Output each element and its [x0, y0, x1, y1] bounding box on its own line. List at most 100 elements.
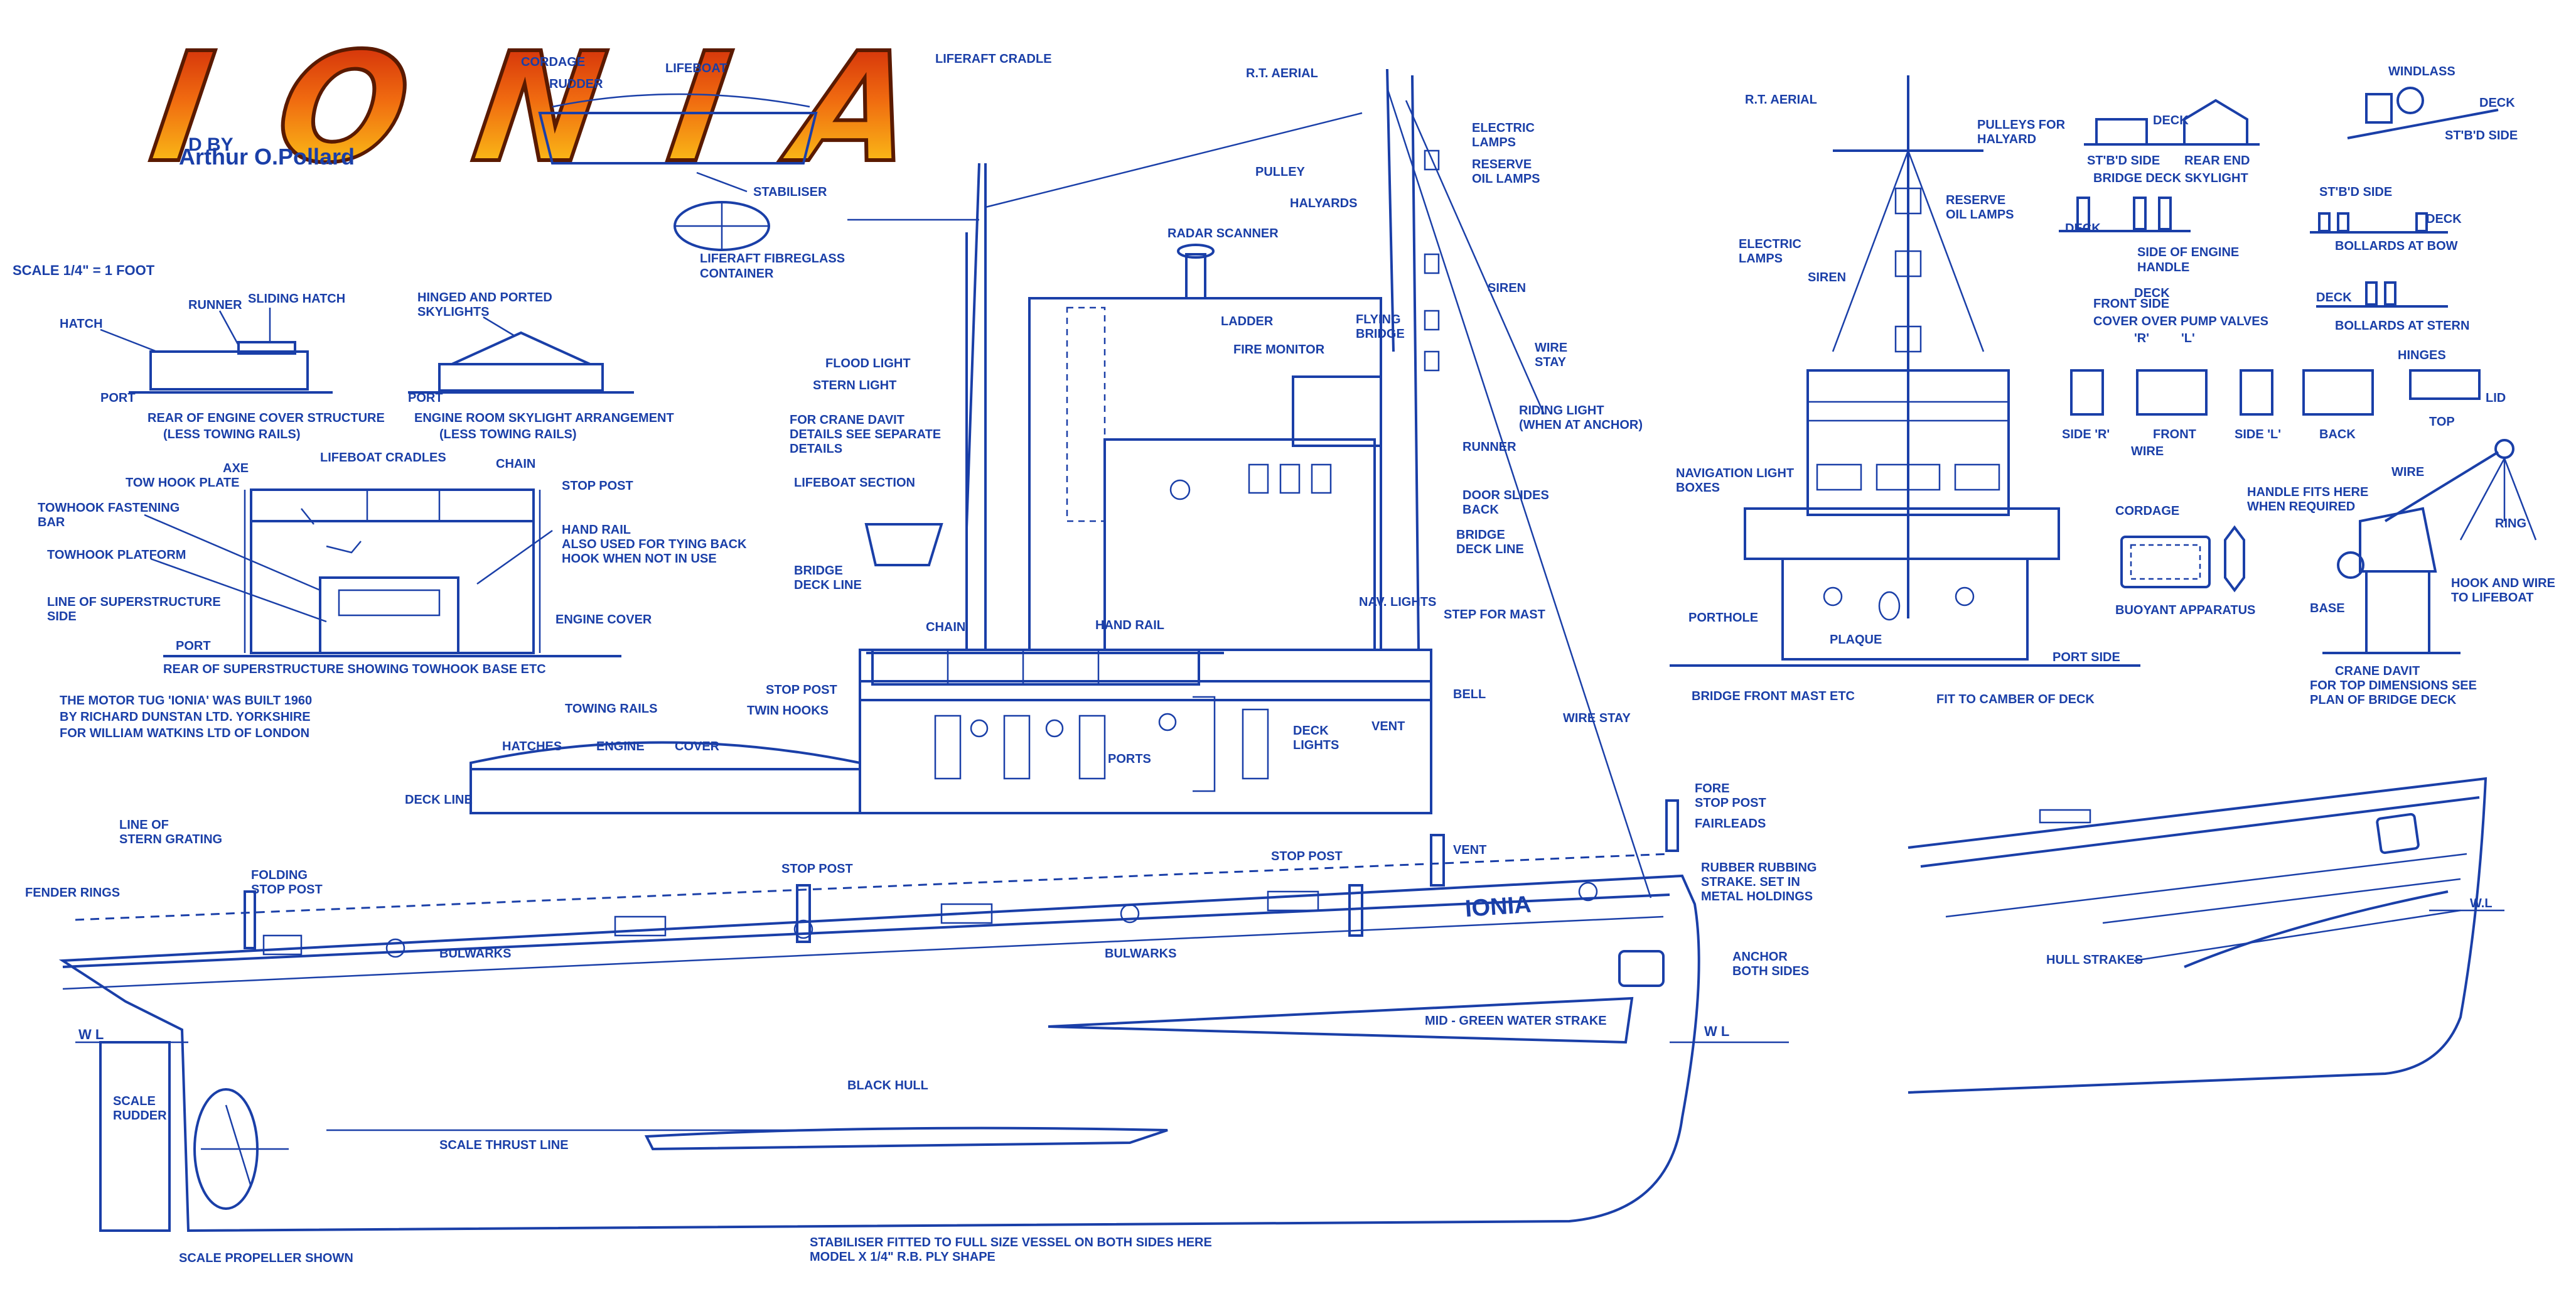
- fit-windlass-stbd: ST'B'D SIDE: [2445, 129, 2518, 143]
- label-anchor-2: BOTH SIDES: [1732, 964, 1809, 978]
- label-door-slides-2: BACK: [1462, 503, 1499, 517]
- label-engine: ENGINE: [596, 740, 645, 753]
- fit-windlass: WINDLASS: [2388, 65, 2455, 78]
- label-electric-lamps-2: LAMPS: [1472, 136, 1516, 149]
- fit-skylight: BRIDGE DECK SKYLIGHT: [2093, 171, 2248, 185]
- history-line-2: BY RICHARD DUNSTAN LTD. YORKSHIRE: [60, 710, 311, 724]
- label-rubbing-strake-3: METAL HOLDINGS: [1701, 890, 1813, 904]
- fittings: DECK ST'B'D SIDE REAR END BRIDGE DECK SK…: [2059, 65, 2518, 458]
- fit-bollards-stern: BOLLARDS AT STERN: [2335, 319, 2469, 333]
- label-tow-hook-plate: TOW HOOK PLATE: [126, 476, 239, 490]
- label-scale-propeller: SCALE PROPELLER SHOWN: [179, 1251, 353, 1265]
- label-twin-hooks: TWIN HOOKS: [747, 704, 829, 718]
- label-deck-line: DECK LINE: [405, 793, 473, 807]
- main-profile: [58, 68, 1789, 1233]
- fv-pulleys-2: HALYARD: [1977, 132, 2036, 146]
- label-bridge-deck-l-2: DECK LINE: [794, 578, 862, 592]
- engine-cover-detail: HATCH RUNNER SLIDING HATCH PORT REAR OF …: [60, 292, 385, 441]
- label-fender-rings: FENDER RINGS: [25, 886, 120, 900]
- label-stop-post-th: STOP POST: [562, 479, 633, 493]
- label-bar: BAR: [38, 515, 65, 529]
- title-byline-prefix: D BY: [188, 134, 233, 155]
- liferaft-caption-2: CONTAINER: [700, 267, 774, 281]
- fv-pulleys-1: PULLEYS FOR: [1977, 118, 2066, 132]
- scale-note: SCALE 1/4" = 1 FOOT: [13, 262, 155, 278]
- fit-bow-deck2: DECK: [2426, 212, 2462, 226]
- davit-ring: RING: [2495, 517, 2526, 531]
- history-note: THE MOTOR TUG 'IONIA' WAS BUILT 1960 BY …: [60, 694, 312, 740]
- label-wire-stay-1: WIRE: [1535, 341, 1567, 355]
- label-bulwarks-2: BULWARKS: [1105, 947, 1176, 961]
- title-author: Arthur O.Pollard: [179, 144, 355, 170]
- label-lifeboat-section: LIFEBOAT SECTION: [794, 476, 915, 490]
- fv-plaque: PLAQUE: [1830, 633, 1882, 647]
- davit-crane: CRANE DAVIT: [2335, 664, 2420, 678]
- label-flood-light: FLOOD LIGHT: [825, 357, 911, 370]
- label-rubbing-strake-1: RUBBER RUBBING: [1701, 861, 1817, 875]
- fit-side-r: SIDE 'R': [2062, 428, 2110, 441]
- fit-windlass-deck: DECK: [2479, 96, 2515, 110]
- davit-wire: WIRE: [2391, 465, 2424, 479]
- label-riding-light-1: RIDING LIGHT: [1519, 404, 1604, 418]
- bow-hull-strakes: HULL STRAKES: [2046, 953, 2143, 967]
- bow-wl: W.L: [2470, 897, 2493, 910]
- label-chain-profile: CHAIN: [926, 620, 965, 634]
- label-hinged-ported: HINGED AND PORTED: [417, 291, 552, 305]
- label-bell: BELL: [1453, 688, 1486, 701]
- label-stop-post-upper: STOP POST: [766, 683, 837, 697]
- label-hand-rail-note2: HOOK WHEN NOT IN USE: [562, 552, 717, 566]
- label-cordage-top: CORDAGE: [521, 55, 585, 69]
- engine-cover-caption-2: (LESS TOWING RAILS): [163, 428, 301, 441]
- front-view: R.T. AERIAL PULLEYS FOR HALYARD RESERVE …: [1670, 75, 2140, 706]
- label-towhook-fastening: TOWHOOK FASTENING: [38, 501, 180, 515]
- label-reserve-oil-2: OIL LAMPS: [1472, 172, 1540, 186]
- label-stabiliser-note-1: STABILISER FITTED TO FULL SIZE VESSEL ON…: [810, 1236, 1212, 1249]
- label-flying-bridge-1: FLYING: [1356, 313, 1401, 326]
- label-mid-green-strake: MID - GREEN WATER STRAKE: [1425, 1014, 1607, 1028]
- label-bulwarks-1: BULWARKS: [439, 947, 511, 961]
- fv-siren: SIREN: [1808, 271, 1846, 284]
- label-lifeboat-top: LIFEBOAT: [665, 62, 727, 75]
- fit-front: FRONT: [2153, 428, 2196, 441]
- fv-port-side: PORT SIDE: [2053, 650, 2120, 664]
- label-pulley: PULLEY: [1255, 165, 1306, 179]
- label-step-for-mast: STEP FOR MAST: [1444, 608, 1545, 622]
- history-line-3: FOR WILLIAM WATKINS LTD OF LONDON: [60, 726, 309, 740]
- label-port-th: PORT: [176, 639, 211, 653]
- label-fore-stop-post-2: STOP POST: [1695, 796, 1766, 810]
- fit-top: TOP: [2429, 415, 2455, 429]
- title-name: IONIA: [142, 20, 994, 196]
- label-wire-stay-lower: WIRE STAY: [1563, 711, 1631, 725]
- fit-l: 'L': [2181, 332, 2195, 345]
- label-fire-monitor: FIRE MONITOR: [1233, 343, 1325, 357]
- label-anchor-1: ANCHOR: [1732, 950, 1788, 964]
- label-crane-davit-3: DETAILS: [790, 442, 842, 456]
- label-rudder-top: RUDDER: [549, 77, 603, 91]
- label-port-sky: PORT: [408, 391, 443, 405]
- profile-labels: R.T. AERIAL ELECTRIC LAMPS RESERVE OIL L…: [25, 67, 1817, 1265]
- label-towhook-platform: TOWHOOK PLATFORM: [47, 548, 186, 562]
- label-runner: RUNNER: [1462, 440, 1516, 454]
- label-sliding-hatch: SLIDING HATCH: [248, 292, 345, 306]
- label-scale-thrust-line: SCALE THRUST LINE: [439, 1138, 569, 1152]
- davit-hook-wire-2: TO LIFEBOAT: [2451, 591, 2533, 605]
- label-riding-light-2: (WHEN AT ANCHOR): [1519, 418, 1643, 432]
- label-halyards: HALYARDS: [1290, 197, 1357, 210]
- label-flying-bridge-2: BRIDGE: [1356, 327, 1405, 341]
- fv-nav-boxes-2: BOXES: [1676, 481, 1720, 495]
- label-hatches: HATCHES: [502, 740, 562, 753]
- label-cover: COVER: [675, 740, 720, 753]
- skylight-caption-2: (LESS TOWING RAILS): [439, 428, 577, 441]
- label-runner-ec: RUNNER: [188, 298, 242, 312]
- label-radar-scanner: RADAR SCANNER: [1167, 227, 1279, 240]
- davit-hook-wire-1: HOOK AND WIRE: [2451, 576, 2555, 590]
- label-stop-post-right: STOP POST: [1271, 850, 1343, 863]
- towhook-detail: AXE LIFEBOAT CRADLES CHAIN TOW HOOK PLAT…: [38, 451, 747, 676]
- label-towing-rails: TOWING RAILS: [565, 702, 657, 716]
- fit-stern-deck: DECK: [2316, 291, 2352, 305]
- label-crane-davit-2: DETAILS SEE SEPARATE: [790, 428, 941, 441]
- label-rt-aerial: R.T. AERIAL: [1246, 67, 1318, 80]
- fit-front-side: FRONT SIDE: [2093, 297, 2169, 311]
- davit-handle-2: WHEN REQUIRED: [2247, 500, 2355, 514]
- fv-electric-2: LAMPS: [1739, 252, 1783, 266]
